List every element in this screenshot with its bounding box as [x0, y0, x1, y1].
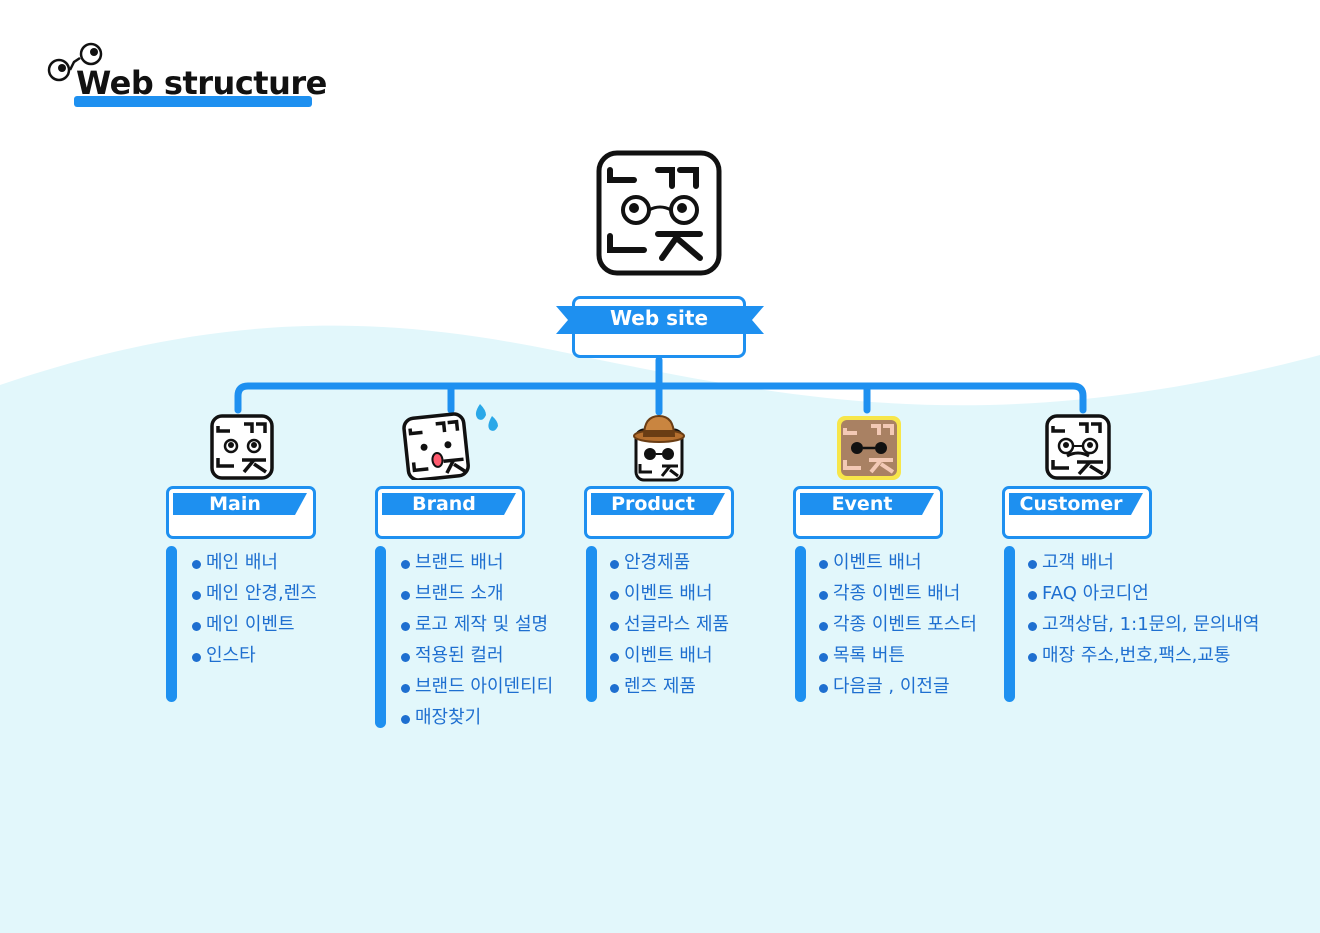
- list-item: 이벤트 배너: [610, 581, 729, 612]
- list-item: 브랜드 소개: [401, 581, 553, 612]
- category-event: Event 이벤트 배너 각종 이벤트 배너 각종 이벤트 포스터 목록 버튼 …: [793, 0, 993, 933]
- category-ribbon: [382, 493, 516, 515]
- category-customer: Customer 고객 배너 FAQ 아코디언 고객상담, 1:1문의, 문의내…: [1002, 0, 1302, 933]
- category-ribbon: [591, 493, 725, 515]
- list-item: 브랜드 아이덴티티: [401, 674, 553, 705]
- list-item: 매장찾기: [401, 705, 553, 736]
- face-hat-icon: [633, 414, 685, 482]
- category-event-label: Event: [831, 493, 893, 515]
- root-ribbon: [556, 306, 764, 334]
- list-item: 선글라스 제품: [610, 612, 729, 643]
- category-customer-bar: [1004, 546, 1015, 702]
- category-customer-label: Customer: [1019, 493, 1123, 515]
- list-item: 고객상담, 1:1문의, 문의내역: [1028, 612, 1259, 643]
- list-item: 안경제품: [610, 550, 729, 581]
- list-item: 메인 배너: [192, 550, 317, 581]
- face-glasses-icon: [210, 414, 274, 480]
- list-item: 고객 배너: [1028, 550, 1259, 581]
- list-item: 이벤트 배너: [610, 643, 729, 674]
- category-product-list: 안경제품 이벤트 배너 선글라스 제품 이벤트 배너 렌즈 제품: [610, 550, 729, 705]
- list-item: 각종 이벤트 포스터: [819, 612, 977, 643]
- list-item: FAQ 아코디언: [1028, 581, 1259, 612]
- category-main: Main 메인 배너 메인 안경,렌즈 메인 이벤트 인스타: [166, 0, 366, 933]
- category-brand: Brand 브랜드 배너 브랜드 소개 로고 제작 및 설명 적용된 컬러 브랜…: [375, 0, 575, 933]
- list-item: 매장 주소,번호,팩스,교통: [1028, 643, 1259, 674]
- list-item: 이벤트 배너: [819, 550, 977, 581]
- list-item: 렌즈 제품: [610, 674, 729, 705]
- face-sweat-icon: [402, 404, 498, 480]
- brand-logo: [596, 150, 722, 276]
- title-underline: [74, 96, 312, 107]
- category-brand-label: Brand: [412, 493, 476, 515]
- category-main-box: Main: [166, 486, 316, 539]
- category-event-list: 이벤트 배너 각종 이벤트 배너 각종 이벤트 포스터 목록 버튼 다음글 , …: [819, 550, 977, 705]
- page-title-block: Web structure: [44, 42, 334, 112]
- category-main-list: 메인 배너 메인 안경,렌즈 메인 이벤트 인스타: [192, 550, 317, 674]
- list-item: 인스타: [192, 643, 317, 674]
- list-item: 로고 제작 및 설명: [401, 612, 553, 643]
- category-product-bar: [586, 546, 597, 702]
- category-ribbon: [173, 493, 307, 515]
- category-brand-bar: [375, 546, 386, 728]
- category-main-bar: [166, 546, 177, 702]
- page-title: Web structure: [76, 64, 327, 102]
- face-sunglasses-icon: [837, 416, 901, 480]
- category-product: Product 안경제품 이벤트 배너 선글라스 제품 이벤트 배너 렌즈 제품: [584, 0, 784, 933]
- list-item: 메인 안경,렌즈: [192, 581, 317, 612]
- category-product-box: Product: [584, 486, 734, 539]
- category-event-box: Event: [793, 486, 943, 539]
- category-brand-list: 브랜드 배너 브랜드 소개 로고 제작 및 설명 적용된 컬러 브랜드 아이덴티…: [401, 550, 553, 736]
- category-customer-box: Customer: [1002, 486, 1152, 539]
- list-item: 메인 이벤트: [192, 612, 317, 643]
- category-event-bar: [795, 546, 806, 702]
- category-brand-box: Brand: [375, 486, 525, 539]
- category-product-label: Product: [611, 493, 695, 515]
- category-ribbon: [1009, 493, 1143, 515]
- category-ribbon: [800, 493, 934, 515]
- list-item: 브랜드 배너: [401, 550, 553, 581]
- list-item: 적용된 컬러: [401, 643, 553, 674]
- list-item: 각종 이벤트 배너: [819, 581, 977, 612]
- category-main-label: Main: [209, 493, 261, 515]
- list-item: 목록 버튼: [819, 643, 977, 674]
- category-customer-list: 고객 배너 FAQ 아코디언 고객상담, 1:1문의, 문의내역 매장 주소,번…: [1028, 550, 1259, 674]
- root-node-label: Web site: [609, 306, 709, 330]
- face-glasses-mustache-icon: [1045, 414, 1111, 480]
- glasses-icon: [47, 42, 103, 82]
- list-item: 다음글 , 이전글: [819, 674, 977, 705]
